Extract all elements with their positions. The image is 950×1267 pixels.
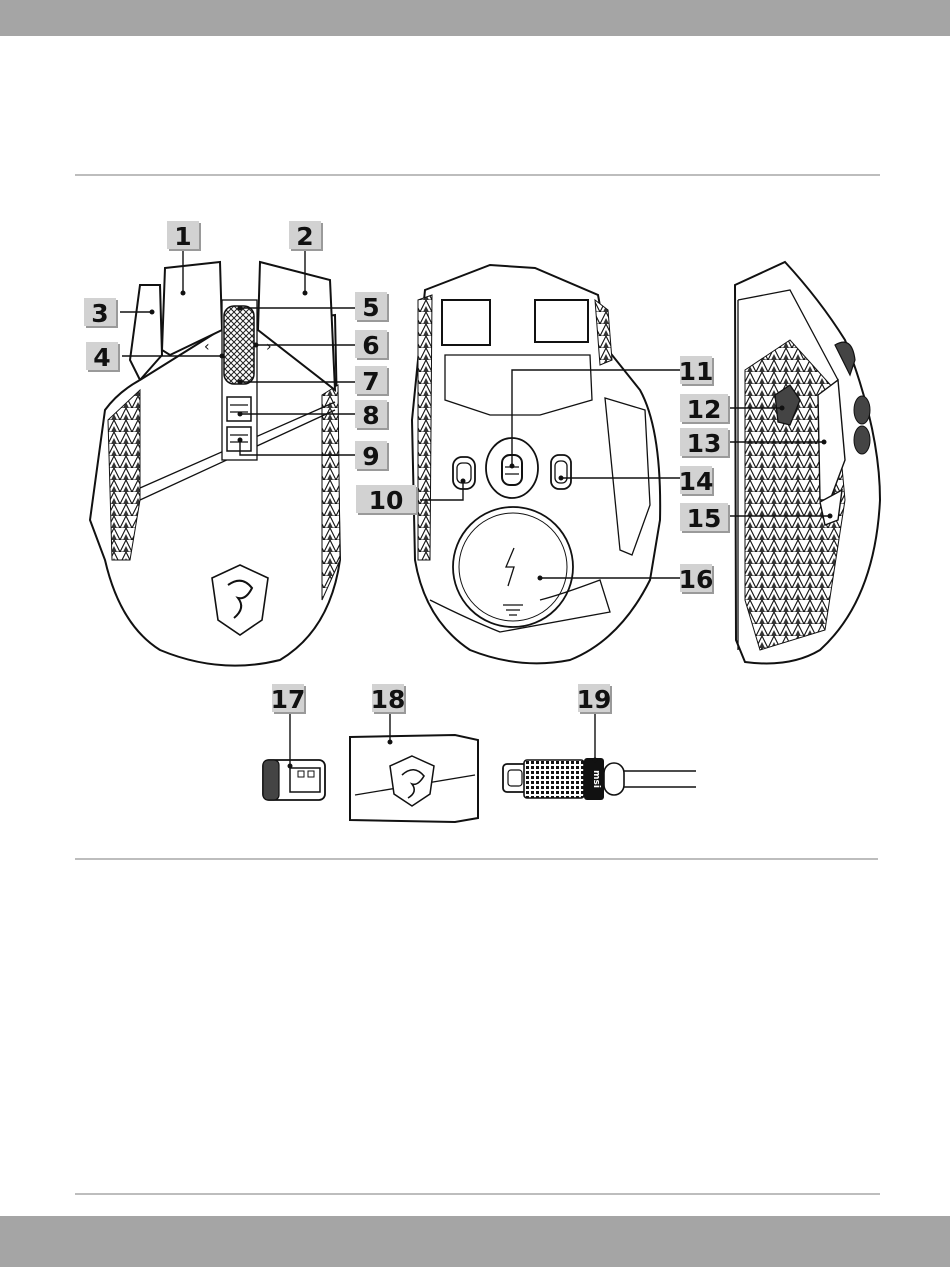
usb-c-cable: msi <box>503 758 696 800</box>
callout-10: 10 <box>356 485 418 515</box>
svg-text:1: 1 <box>174 222 191 251</box>
svg-text:15: 15 <box>687 504 722 533</box>
usb-adapter <box>350 735 478 822</box>
callout-14: 14 <box>679 466 714 496</box>
svg-text:17: 17 <box>271 685 306 714</box>
mouse-bottom-view <box>412 265 660 663</box>
callout-13: 13 <box>680 428 730 458</box>
svg-text:11: 11 <box>679 357 714 386</box>
mouse-side-view <box>735 262 880 664</box>
svg-text:7: 7 <box>362 367 379 396</box>
callout-18: 18 <box>371 684 406 714</box>
callout-1: 1 <box>167 221 201 251</box>
svg-text:3: 3 <box>91 299 108 328</box>
svg-text:18: 18 <box>371 685 406 714</box>
callout-11: 11 <box>679 356 714 386</box>
callout-16: 16 <box>679 564 714 594</box>
callout-19: 19 <box>577 684 612 714</box>
svg-text:8: 8 <box>362 401 379 430</box>
svg-text:16: 16 <box>679 565 714 594</box>
svg-text:14: 14 <box>679 467 714 496</box>
svg-text:10: 10 <box>369 486 404 515</box>
usb-receiver <box>263 760 325 800</box>
callout-17: 17 <box>271 684 306 714</box>
svg-text:5: 5 <box>362 293 379 322</box>
callout-12: 12 <box>680 394 730 424</box>
callout-2: 2 <box>289 221 323 251</box>
svg-text:‹: ‹ <box>204 339 210 355</box>
callout-5: 5 <box>355 292 389 322</box>
callout-7: 7 <box>355 366 389 396</box>
callout-9: 9 <box>355 441 389 471</box>
svg-text:13: 13 <box>687 429 722 458</box>
svg-text:9: 9 <box>362 442 379 471</box>
svg-text:12: 12 <box>687 395 722 424</box>
cable-brand-text: msi <box>591 770 601 788</box>
callout-15: 15 <box>680 503 730 533</box>
callout-3: 3 <box>84 298 118 328</box>
svg-text:›: › <box>266 339 272 355</box>
svg-text:19: 19 <box>577 685 612 714</box>
mouse-top-view: ‹ › <box>90 262 340 666</box>
callout-6: 6 <box>355 330 389 360</box>
svg-text:2: 2 <box>296 222 313 251</box>
callout-8: 8 <box>355 400 389 430</box>
svg-text:6: 6 <box>362 331 379 360</box>
svg-text:4: 4 <box>93 343 110 372</box>
callout-4: 4 <box>86 342 120 372</box>
